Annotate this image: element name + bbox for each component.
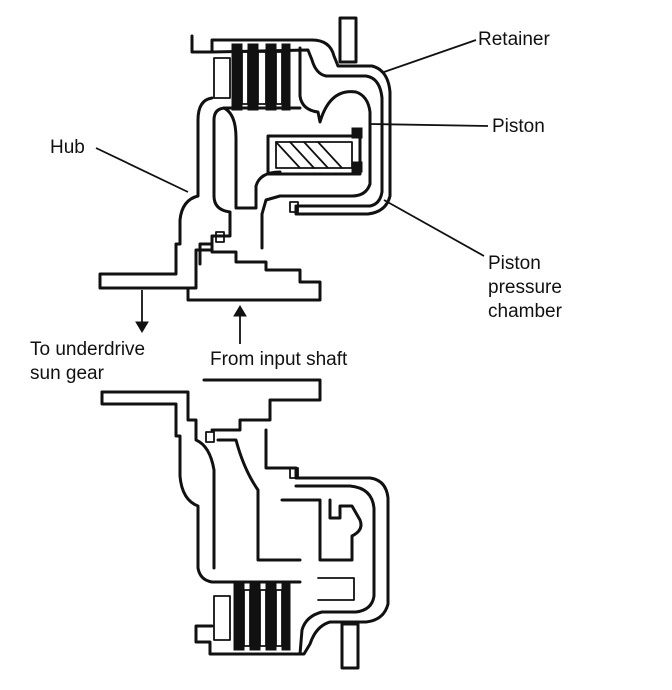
from-input-shaft-arrow [233, 305, 247, 344]
retainer-leader-line [383, 39, 477, 73]
upper-retainer-outline [190, 34, 392, 216]
piston-pressure-chamber-label-line3: chamber [488, 301, 562, 322]
upper-clutch-plates [213, 43, 291, 111]
upper-input-shaft [186, 242, 322, 302]
piston-label: Piston [492, 116, 545, 137]
to-underdrive-label-line2: sun gear [30, 363, 104, 384]
to-sun-gear-arrow [135, 290, 149, 333]
lower-hub [100, 390, 302, 584]
upper-clutch-assembly [98, 16, 392, 302]
hub-leader-line [95, 147, 189, 193]
lower-drum-inner [294, 484, 376, 656]
lower-snap-ring [205, 431, 215, 443]
lower-piston [280, 498, 363, 562]
piston-leader-line [369, 123, 489, 127]
piston-pressure-chamber-label-line1: Piston [488, 253, 541, 274]
to-underdrive-label-line1: To underdrive [30, 339, 146, 360]
lower-clutch-assembly [100, 378, 390, 670]
upper-seal [289, 201, 299, 213]
lower-piston-lip [317, 577, 355, 601]
lower-hub-inner [216, 438, 302, 562]
lower-flange [340, 622, 360, 670]
piston-pressure-chamber-label-line2: pressure [488, 277, 562, 298]
pressure-chamber-leader-line [383, 199, 485, 257]
upper-snap-ring [215, 231, 225, 243]
retainer-label: Retainer [478, 29, 550, 50]
lower-seal [289, 467, 299, 479]
upper-drum-inner [260, 46, 372, 250]
upper-hub [98, 96, 302, 290]
from-input-shaft-label: From input shaft [210, 349, 348, 370]
lower-drum [194, 428, 390, 656]
lower-input-shaft [202, 378, 322, 432]
upper-flange [338, 16, 358, 64]
lower-hub-outer [100, 390, 216, 570]
upper-hub-inner [222, 106, 282, 210]
hub-label: Hub [50, 137, 85, 158]
upper-piston [266, 127, 363, 176]
lower-clutch-plates [213, 583, 291, 651]
